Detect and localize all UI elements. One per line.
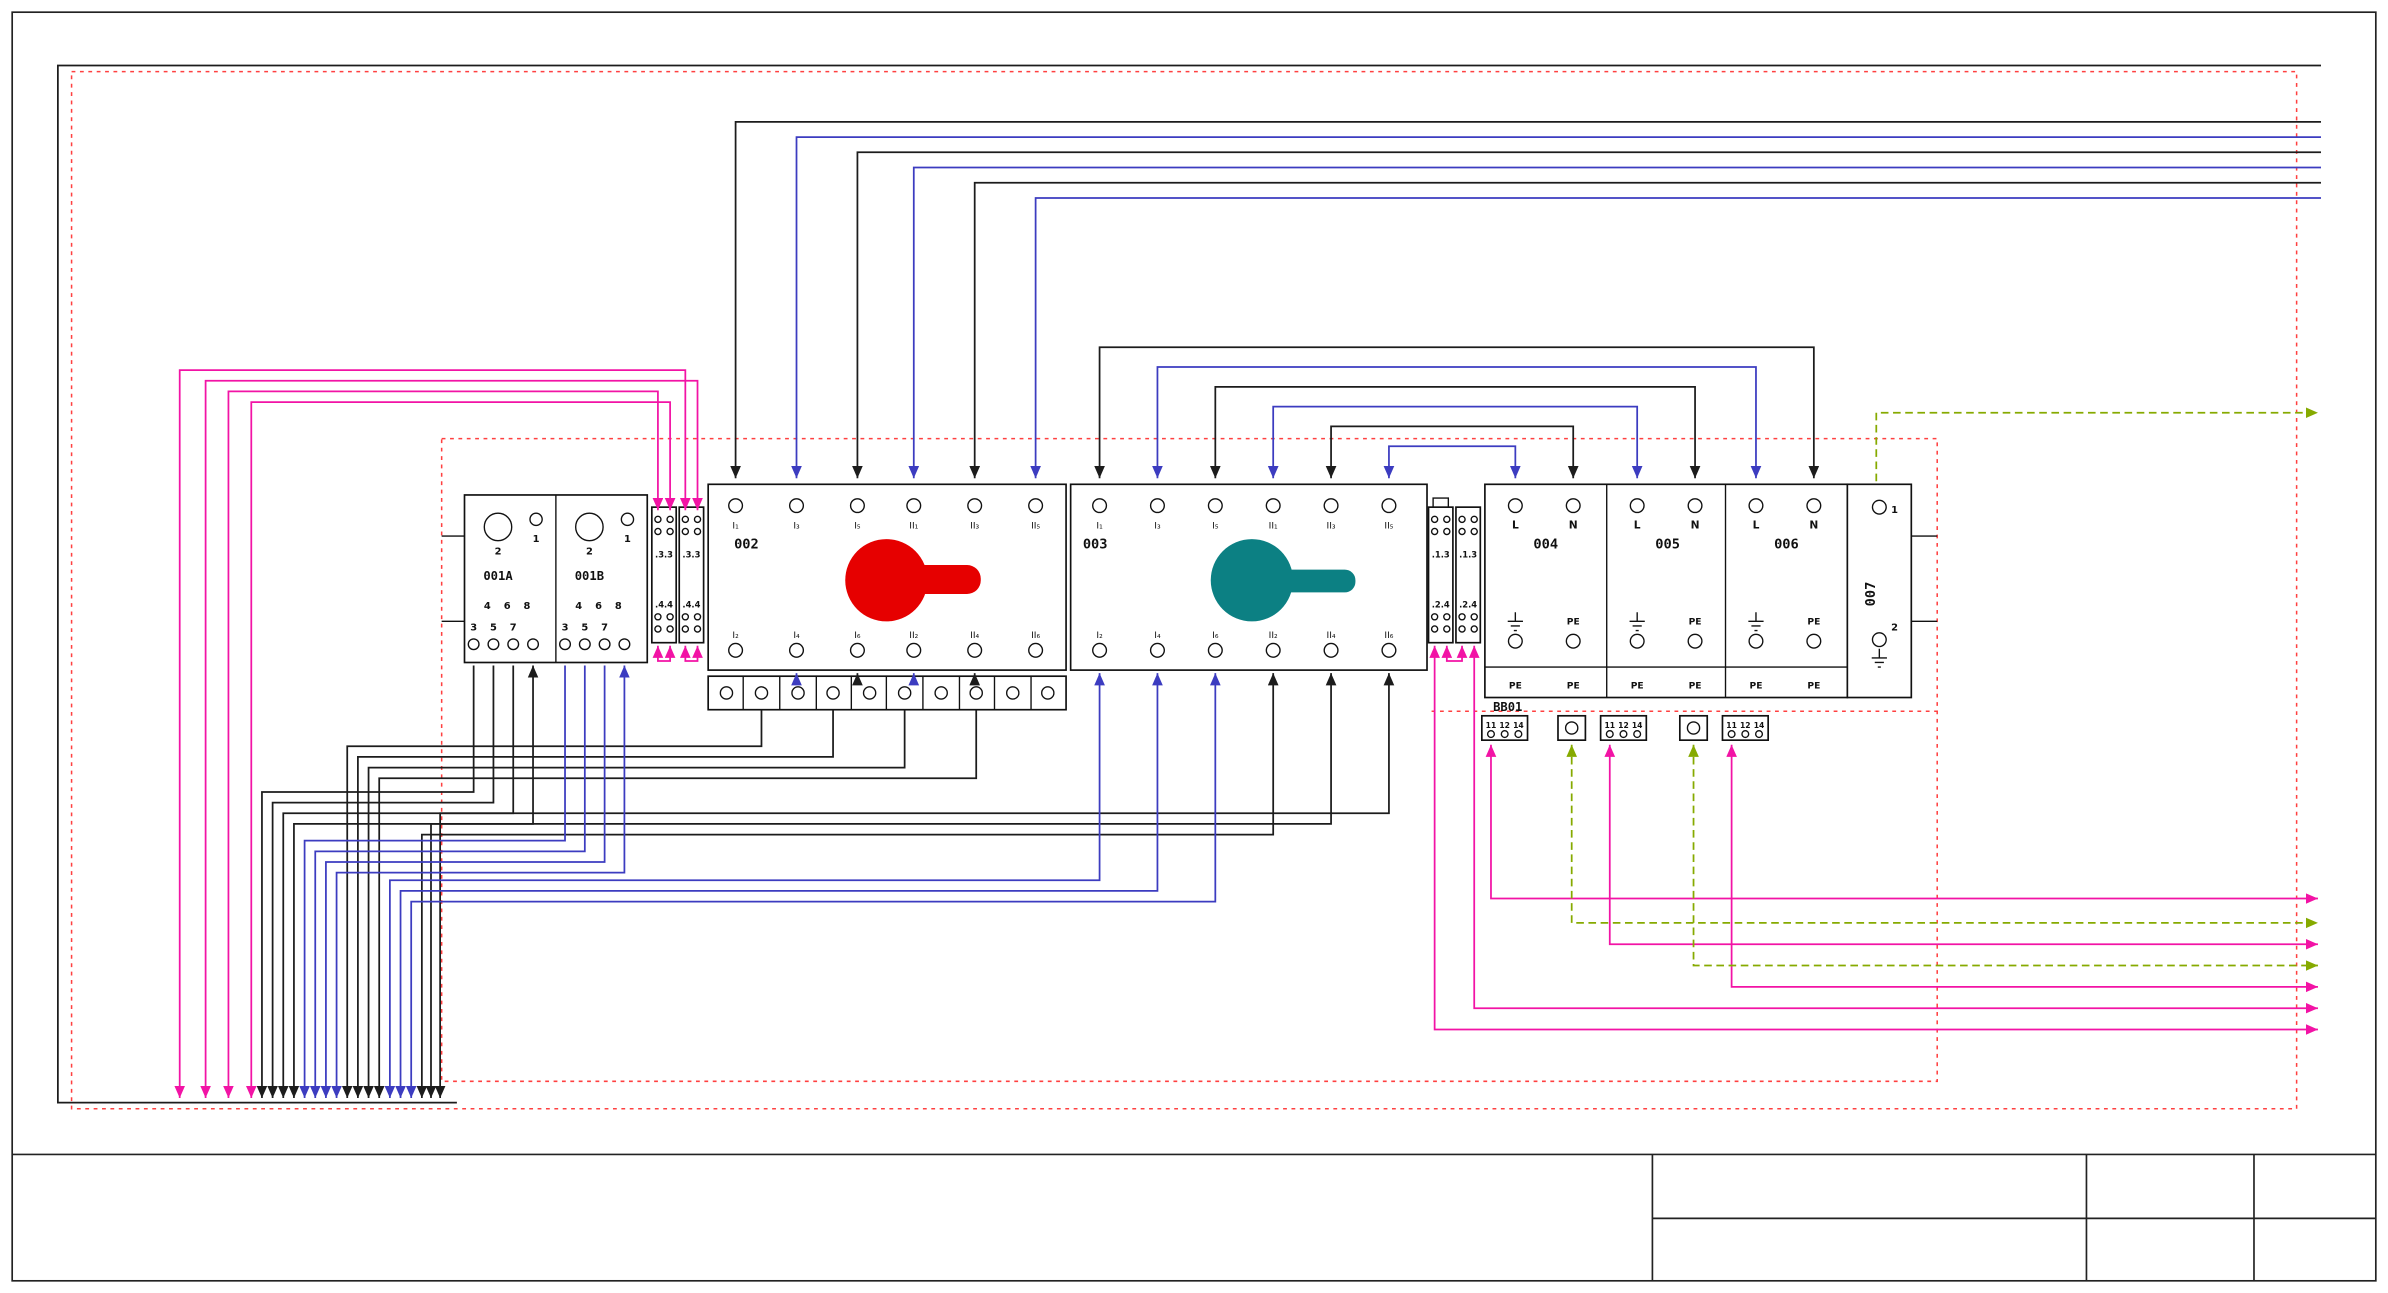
terminal-label: L bbox=[1634, 518, 1641, 531]
pin-label: 1 bbox=[1891, 505, 1898, 516]
terminal-label: II₂ bbox=[909, 631, 918, 641]
pin-label: 3 bbox=[470, 623, 477, 634]
terminal-label: I₃ bbox=[1154, 521, 1161, 531]
terminal-label: I₅ bbox=[854, 521, 861, 531]
terminal-label: I₄ bbox=[1154, 631, 1161, 641]
rotary-switch-knob-002[interactable] bbox=[845, 539, 981, 622]
pin-label: 8 bbox=[524, 601, 531, 612]
strip-label: .1.3 bbox=[1432, 549, 1450, 559]
terminal-strip-13-24 bbox=[1427, 497, 1482, 644]
aux-pin-label: 14 bbox=[1513, 721, 1524, 730]
terminal-label: II₆ bbox=[1031, 631, 1040, 641]
terminal-label: II₃ bbox=[1327, 521, 1336, 531]
pin-label: 7 bbox=[601, 623, 608, 634]
module-002-label: 002 bbox=[734, 536, 759, 552]
terminal-label: II₃ bbox=[970, 521, 979, 531]
ground-icon bbox=[1507, 612, 1523, 632]
pin-label: 2 bbox=[586, 546, 593, 557]
terminal-label: L bbox=[1512, 518, 1519, 531]
aux-pin-label: 12 bbox=[1499, 721, 1510, 730]
pin-label: 1 bbox=[533, 534, 540, 545]
pin-label: 4 bbox=[484, 601, 491, 612]
wires-pink bbox=[174, 369, 2318, 1099]
terminal-label: I₄ bbox=[793, 631, 800, 641]
terminal-label: I₆ bbox=[1212, 631, 1219, 641]
terminal-label: L bbox=[1753, 518, 1760, 531]
terminal-label: N bbox=[1809, 518, 1818, 531]
module-007-label: 007 bbox=[1863, 582, 1879, 607]
terminal-label: II₅ bbox=[1384, 521, 1393, 531]
aux-pin-label: 14 bbox=[1754, 721, 1765, 730]
terminal-label: I₂ bbox=[1096, 631, 1103, 641]
pin-label: 7 bbox=[510, 623, 517, 634]
wires-green-dashed bbox=[1566, 407, 2318, 971]
strip-label: .2.4 bbox=[1432, 600, 1450, 610]
aux-pin-label: 11 bbox=[1486, 721, 1497, 730]
terminal-label: II₆ bbox=[1384, 631, 1393, 641]
aux-pin-label: 11 bbox=[1726, 721, 1737, 730]
pe-label: PE bbox=[1631, 681, 1644, 691]
terminal-label: I₂ bbox=[732, 631, 739, 641]
strip-label: .4.4 bbox=[682, 600, 700, 610]
aux-pin-label: 14 bbox=[1632, 721, 1643, 730]
pin-label: 5 bbox=[490, 623, 497, 634]
ground-icon bbox=[1629, 612, 1645, 632]
terminal-strip-under-002 bbox=[707, 675, 1067, 711]
terminal-label: I₆ bbox=[854, 631, 861, 641]
module-001ab bbox=[441, 494, 649, 664]
terminal-label: II₁ bbox=[909, 521, 918, 531]
aux-pin-label: 11 bbox=[1604, 721, 1615, 730]
terminal-label: I₃ bbox=[793, 521, 800, 531]
module-001b-label: 001B bbox=[575, 569, 604, 583]
pe-label: PE bbox=[1807, 681, 1820, 691]
terminal-label: I₁ bbox=[1096, 521, 1103, 531]
pin-label: 1 bbox=[624, 534, 631, 545]
pin-label: 2 bbox=[1891, 623, 1898, 634]
pin-label: 3 bbox=[562, 623, 569, 634]
module-001a-label: 001A bbox=[483, 569, 513, 583]
terminal-label: I₅ bbox=[1212, 521, 1219, 531]
outer-frame bbox=[11, 11, 2377, 1282]
pe-label: PE bbox=[1750, 681, 1763, 691]
pin-label: 8 bbox=[615, 601, 622, 612]
strip-label: .3.3 bbox=[682, 549, 700, 559]
terminal-strip-33-44 bbox=[650, 506, 705, 644]
pin-label: 5 bbox=[581, 623, 588, 634]
strip-label: .4.4 bbox=[655, 600, 673, 610]
terminal-block-label: BB01 bbox=[1493, 700, 1522, 714]
strip-label: .3.3 bbox=[655, 549, 673, 559]
module-007 bbox=[1846, 483, 1938, 699]
pe-label: PE bbox=[1689, 617, 1702, 627]
pe-label: PE bbox=[1807, 617, 1820, 627]
pin-label: 6 bbox=[504, 601, 511, 612]
pin-label: 6 bbox=[595, 601, 602, 612]
terminal-label: N bbox=[1691, 518, 1700, 531]
module-005-label: 005 bbox=[1655, 536, 1680, 552]
strip-label: .1.3 bbox=[1459, 549, 1477, 559]
terminal-label: II₁ bbox=[1269, 521, 1278, 531]
module-003-label: 003 bbox=[1083, 536, 1108, 552]
pe-label: PE bbox=[1509, 681, 1522, 691]
module-004-label: 004 bbox=[1533, 536, 1558, 552]
module-004-005-006 bbox=[1484, 483, 1849, 699]
strip-label: .2.4 bbox=[1459, 600, 1477, 610]
terminal-label: N bbox=[1569, 518, 1578, 531]
terminal-label: II₄ bbox=[970, 631, 979, 641]
pe-label: PE bbox=[1689, 681, 1702, 691]
terminal-label: II₅ bbox=[1031, 521, 1040, 531]
terminal-label: II₄ bbox=[1327, 631, 1336, 641]
ground-icon bbox=[1748, 612, 1764, 632]
module-006-label: 006 bbox=[1774, 536, 1799, 552]
terminal-label: II₂ bbox=[1269, 631, 1278, 641]
title-block bbox=[12, 1153, 2376, 1281]
rotary-switch-knob-003[interactable] bbox=[1210, 539, 1356, 622]
terminal-label: I₁ bbox=[732, 521, 739, 531]
pe-label: PE bbox=[1567, 681, 1580, 691]
pin-label: 4 bbox=[575, 601, 582, 612]
pin-label: 2 bbox=[495, 546, 502, 557]
aux-pin-label: 12 bbox=[1740, 721, 1751, 730]
pe-label: PE bbox=[1567, 617, 1580, 627]
aux-pin-label: 12 bbox=[1618, 721, 1629, 730]
